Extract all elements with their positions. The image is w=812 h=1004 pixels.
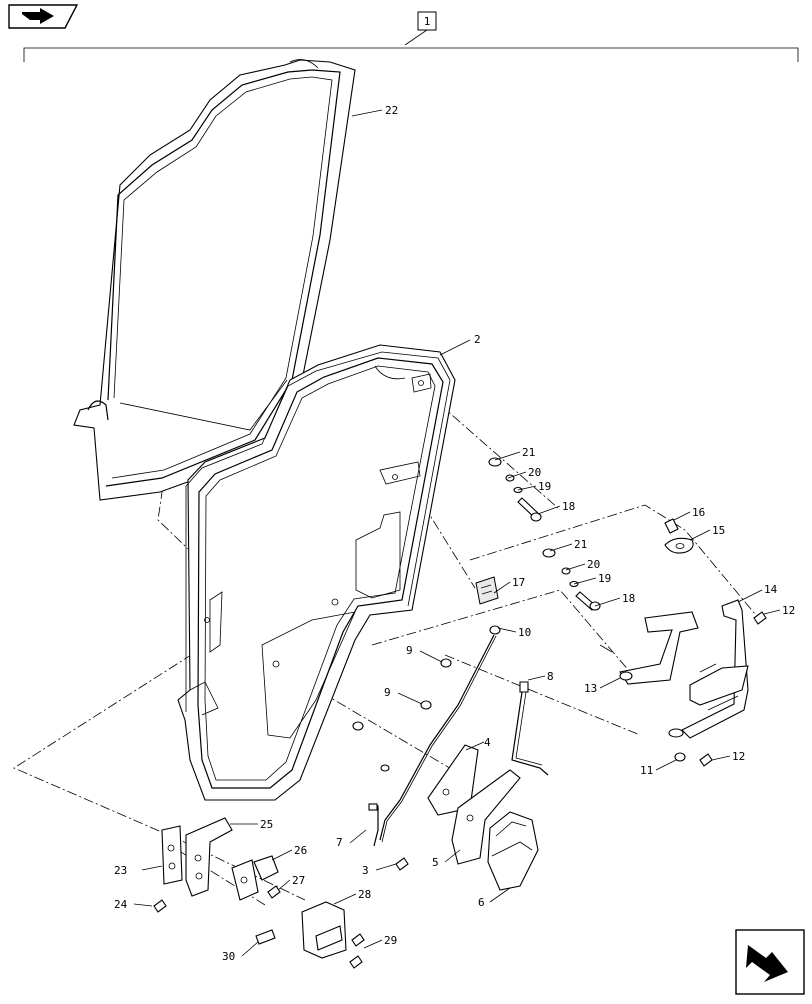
screw-3 xyxy=(395,857,409,871)
callout-22: 22 xyxy=(385,104,398,117)
callout-21-upper: 21 xyxy=(522,446,535,459)
callout-13: 13 xyxy=(584,682,597,695)
bolt-30 xyxy=(255,929,276,945)
callout-12-upper: 12 xyxy=(782,604,795,617)
screw-24 xyxy=(153,899,167,913)
bushing-16 xyxy=(664,518,679,534)
next-page-arrow-icon[interactable] xyxy=(735,929,805,995)
cover-28 xyxy=(301,901,347,959)
callout-21-lower: 21 xyxy=(574,538,587,551)
callout-11: 11 xyxy=(640,764,653,777)
callout-25: 25 xyxy=(260,818,273,831)
striker-plate-23 xyxy=(161,825,183,885)
callout-5: 5 xyxy=(432,856,439,869)
callout-16: 16 xyxy=(692,506,705,519)
callout-2: 2 xyxy=(474,333,481,346)
callout-4: 4 xyxy=(484,736,491,749)
latch-bracket-5 xyxy=(451,769,521,865)
clip-9-lower xyxy=(420,700,432,710)
inside-handle-14 xyxy=(668,599,749,739)
callout-20-lower: 20 xyxy=(587,558,600,571)
callout-24: 24 xyxy=(114,898,128,911)
washers-near-door xyxy=(352,721,390,772)
callout-23: 23 xyxy=(114,864,127,877)
latch-housing-6 xyxy=(487,811,539,891)
callout-7: 7 xyxy=(336,836,343,849)
assembly-bracket xyxy=(23,47,799,62)
callout-10: 10 xyxy=(518,626,531,639)
screw-29 xyxy=(349,933,365,969)
previous-page-arrow-icon[interactable] xyxy=(8,4,79,29)
clip-9-upper xyxy=(440,658,452,668)
bracket-25 xyxy=(185,817,233,897)
nut-11 xyxy=(674,752,686,762)
latch-26 xyxy=(231,855,279,901)
door-frame xyxy=(177,344,456,801)
callout-6: 6 xyxy=(478,896,485,909)
callout-29: 29 xyxy=(384,934,397,947)
fastener-stack-upper xyxy=(488,457,542,522)
window-seal-frame xyxy=(73,59,356,501)
callout-leaders xyxy=(133,109,781,957)
latch-bracket-4 xyxy=(427,744,479,816)
callout-19-upper: 19 xyxy=(538,480,551,493)
latch-rod-10 xyxy=(379,625,501,843)
callout-labels: 22 2 21 20 19 18 16 15 21 20 19 18 14 12… xyxy=(114,104,795,963)
callout-17: 17 xyxy=(512,576,525,589)
screw-12-upper xyxy=(753,611,767,625)
callout-14: 14 xyxy=(764,583,778,596)
callout-3: 3 xyxy=(362,864,369,877)
decal-17 xyxy=(475,576,499,605)
callout-28: 28 xyxy=(358,888,371,901)
screw-27 xyxy=(267,885,281,899)
rod-8 xyxy=(511,681,549,776)
callout-19-lower: 19 xyxy=(598,572,611,585)
callout-12-lower: 12 xyxy=(732,750,745,763)
callout-30: 30 xyxy=(222,950,235,963)
callout-9-lower: 9 xyxy=(384,686,391,699)
callout-26: 26 xyxy=(294,844,307,857)
callout-20-upper: 20 xyxy=(528,466,541,479)
callout-27: 27 xyxy=(292,874,305,887)
assembly-ref-label: 1 xyxy=(424,15,431,28)
callout-15: 15 xyxy=(712,524,725,537)
callout-18-lower: 18 xyxy=(622,592,635,605)
callout-8: 8 xyxy=(547,670,554,683)
screw-12-lower xyxy=(699,753,713,767)
callout-18-upper: 18 xyxy=(562,500,575,513)
assembly-ref-box: 1 xyxy=(404,11,437,46)
bracket-13 xyxy=(599,611,699,685)
cable-7 xyxy=(368,803,379,847)
washer-plate-15 xyxy=(664,537,694,554)
callout-9-upper: 9 xyxy=(406,644,413,657)
